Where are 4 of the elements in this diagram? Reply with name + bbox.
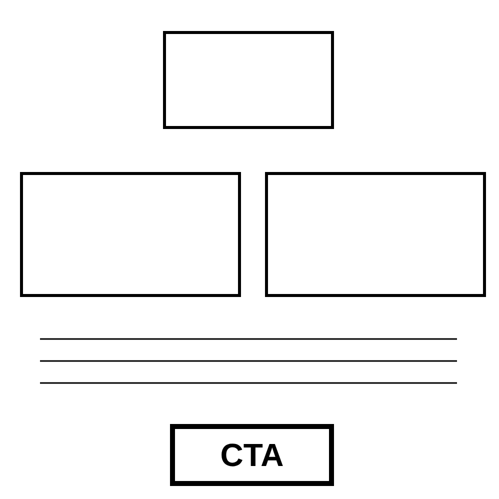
- placeholder-box: [163, 31, 334, 129]
- cta-button: CTA: [170, 424, 334, 486]
- placeholder-box: [20, 172, 241, 297]
- placeholder-box: [265, 172, 486, 297]
